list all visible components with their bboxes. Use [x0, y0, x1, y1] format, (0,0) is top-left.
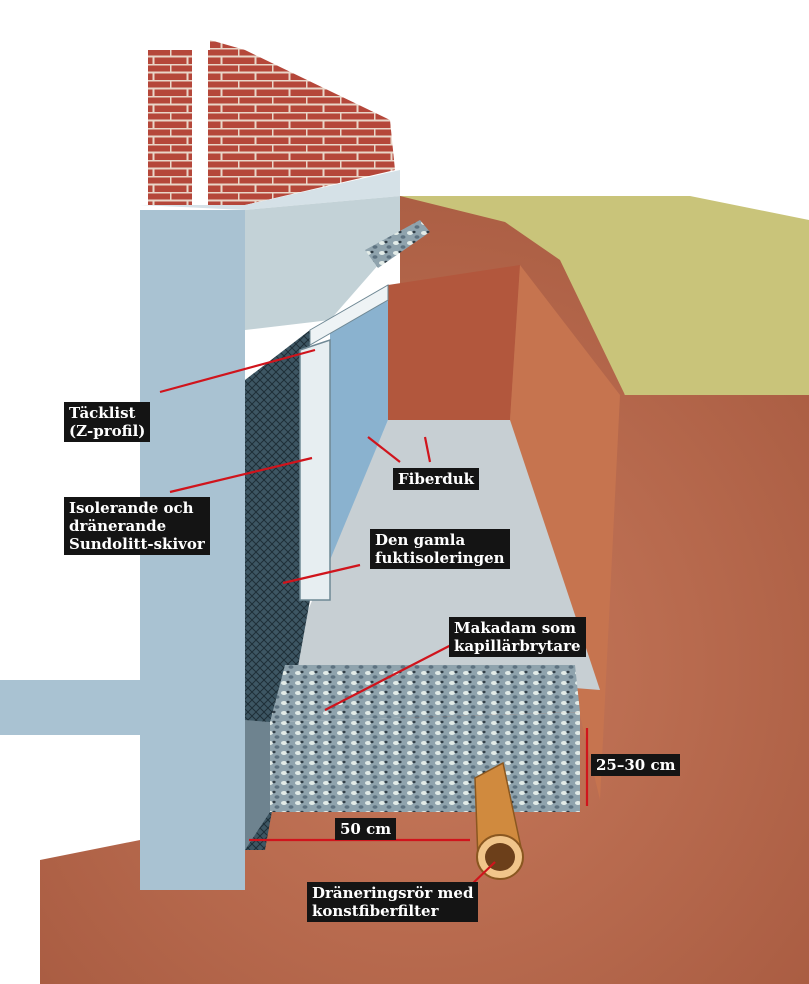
grass-surface	[400, 196, 809, 395]
label-ror: Dräneringsrör med konstfiberfilter	[307, 882, 479, 922]
label-gamla: Den gamla fuktisoleringen	[370, 529, 510, 569]
foundation-front	[0, 210, 245, 890]
fiber-cloth	[309, 284, 389, 346]
trench-back-wall	[388, 265, 520, 420]
label-tacklist: Täcklist (Z-profil)	[64, 402, 151, 442]
label-makadam: Makadam som kapillärbrytare	[449, 617, 586, 657]
brick-wall	[148, 40, 395, 205]
arrow-isolerande	[169, 456, 313, 494]
label-fiberduk: Fiberduk	[393, 468, 480, 490]
sundolitt-boards	[245, 330, 310, 850]
arrow-makadam	[324, 642, 456, 711]
wall-gap	[192, 0, 208, 210]
label-bredd: 50 cm	[335, 818, 397, 840]
arrow-gamla	[282, 563, 361, 585]
foundation-side	[245, 196, 400, 330]
gravel-side	[245, 720, 270, 850]
arrow-tacklist	[159, 348, 316, 394]
old-moisture-barrier	[330, 285, 388, 560]
top-gravel	[365, 220, 430, 268]
gravel-front	[270, 712, 580, 812]
arrow-fiberduk-1	[367, 436, 401, 463]
label-djup: 25–30 cm	[591, 754, 681, 776]
gravel-top	[270, 665, 580, 722]
z-profile	[299, 338, 331, 601]
arrow-fiberduk-2	[423, 436, 432, 463]
trench-side-wall	[510, 265, 620, 800]
label-isolerande: Isolerande och dränerande Sundolitt-skiv…	[64, 497, 210, 555]
foundation-top	[140, 170, 400, 210]
